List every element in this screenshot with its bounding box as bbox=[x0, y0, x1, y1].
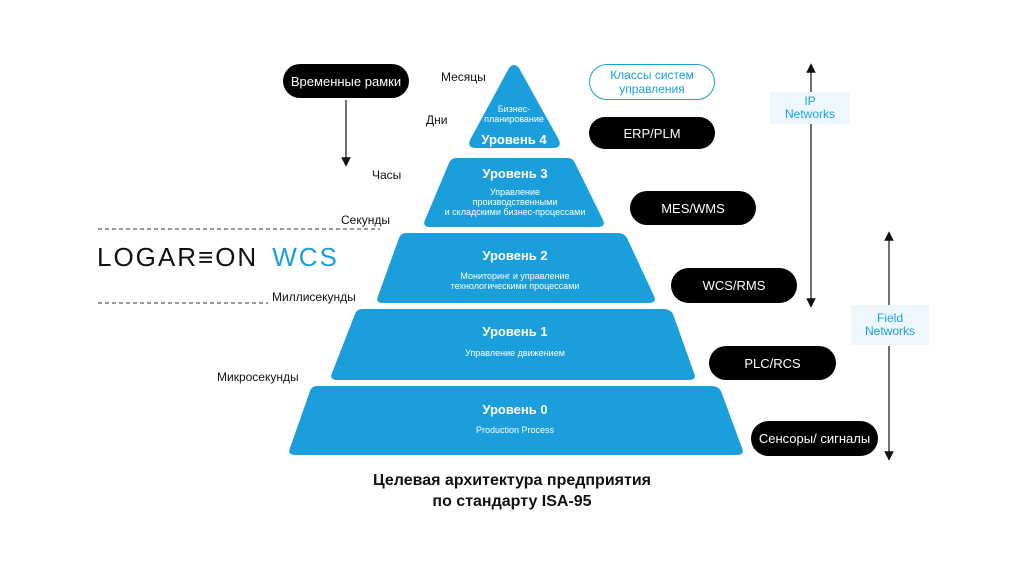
logo-text-wcs: WCS bbox=[272, 242, 339, 272]
level-0-desc: Production Process bbox=[475, 425, 555, 435]
level-3-desc: Управление производственными и складским… bbox=[444, 187, 586, 217]
system-pill-erp: ERP/PLM bbox=[589, 117, 715, 149]
time-label-months: Месяцы bbox=[441, 70, 486, 84]
logareon-wcs-logo: LOGAR≡ON WCS bbox=[97, 242, 339, 273]
level-4-shape bbox=[469, 65, 560, 148]
control-systems-header: Классы систем управления bbox=[589, 64, 715, 100]
ip-networks-label: IP Networks bbox=[770, 92, 850, 124]
level-0-shape bbox=[289, 386, 743, 455]
caption-line-1: Целевая архитектура предприятия bbox=[372, 472, 652, 489]
time-label-milliseconds: Миллисекунды bbox=[272, 290, 356, 304]
time-label-seconds: Секунды bbox=[341, 213, 390, 227]
level-4-desc: Бизнес- планирование bbox=[484, 104, 544, 124]
level-4-title: Уровень 4 bbox=[481, 132, 547, 147]
system-pill-sensors: Сенсоры/ сигналы bbox=[751, 421, 878, 456]
level-2-desc: Мониторинг и управление технологическими… bbox=[450, 271, 580, 291]
caption-line-2: по стандарту ISA-95 bbox=[432, 493, 592, 510]
level-0-title: Уровень 0 bbox=[482, 402, 548, 417]
system-pill-wcs: WCS/RMS bbox=[671, 268, 797, 303]
level-1-desc: Управление движением bbox=[465, 348, 565, 358]
level-2-shape bbox=[377, 233, 655, 303]
time-label-days: Дни bbox=[426, 113, 448, 127]
system-pill-mes: MES/WMS bbox=[630, 191, 756, 225]
diagram-caption: Целевая архитектура предприятия по станд… bbox=[312, 470, 712, 512]
field-networks-label: Field Networks bbox=[851, 305, 929, 345]
level-1-shape bbox=[331, 309, 695, 380]
time-label-microseconds: Микросекунды bbox=[217, 370, 299, 384]
level-3-title: Уровень 3 bbox=[482, 166, 548, 181]
level-2-title: Уровень 2 bbox=[482, 248, 548, 263]
level-3-shape bbox=[424, 158, 604, 227]
timeframe-pill: Временные рамки bbox=[283, 64, 409, 98]
system-pill-plc: PLC/RCS bbox=[709, 346, 836, 380]
logo-text-main: LOGAR≡ON bbox=[97, 242, 259, 272]
time-label-hours: Часы bbox=[372, 168, 402, 182]
level-1-title: Уровень 1 bbox=[482, 324, 548, 339]
